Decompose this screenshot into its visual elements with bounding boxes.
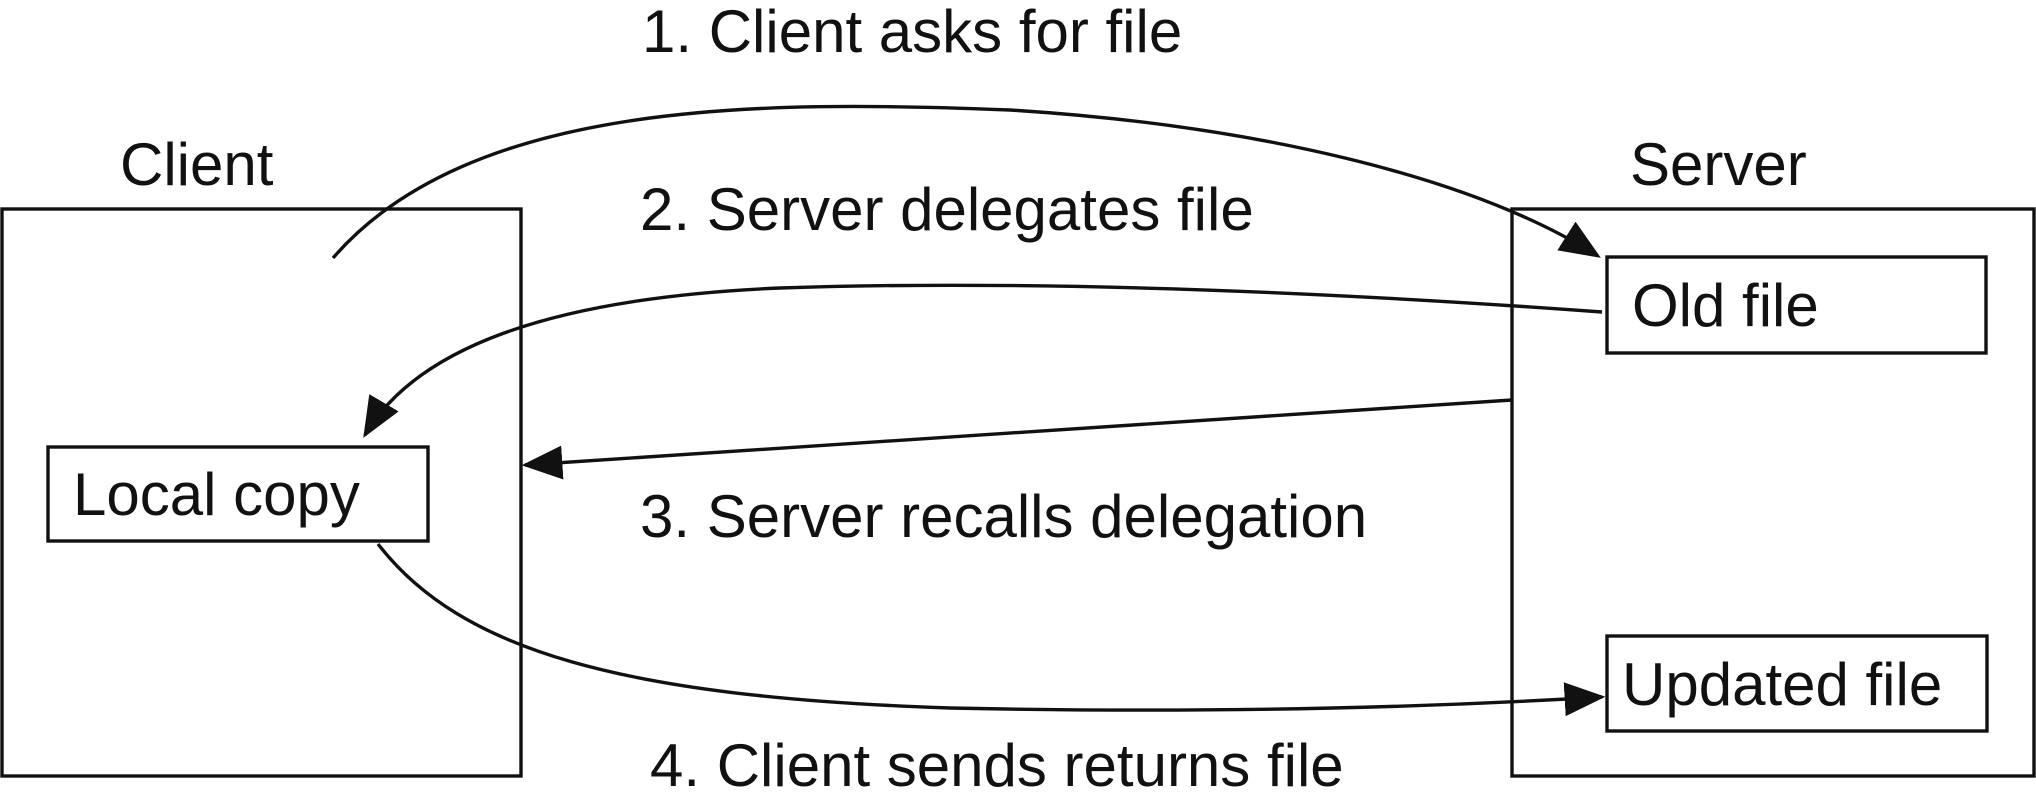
local-copy-box — [46, 445, 430, 543]
step-4-label: 4. Client sends returns file — [650, 732, 1344, 799]
step-3-label: 3. Server recalls delegation — [640, 483, 1367, 550]
old-file-label: Old file — [1632, 272, 1819, 339]
local-copy-label: Local copy — [73, 461, 360, 528]
server-label: Server — [1630, 131, 1807, 198]
updated-file-label: Updated file — [1622, 651, 1942, 718]
step-2-label: 2. Server delegates file — [640, 176, 1254, 243]
step-1-label: 1. Client asks for file — [642, 0, 1182, 65]
old-file-box — [1605, 255, 1988, 355]
return-file-arrow — [376, 542, 1606, 717]
recall-delegation-arrow — [521, 398, 1513, 480]
updated-file-box — [1605, 634, 1989, 733]
request-file-arrow — [331, 104, 1601, 260]
delegate-file-arrow — [363, 283, 1603, 438]
client-label: Client — [120, 131, 274, 198]
